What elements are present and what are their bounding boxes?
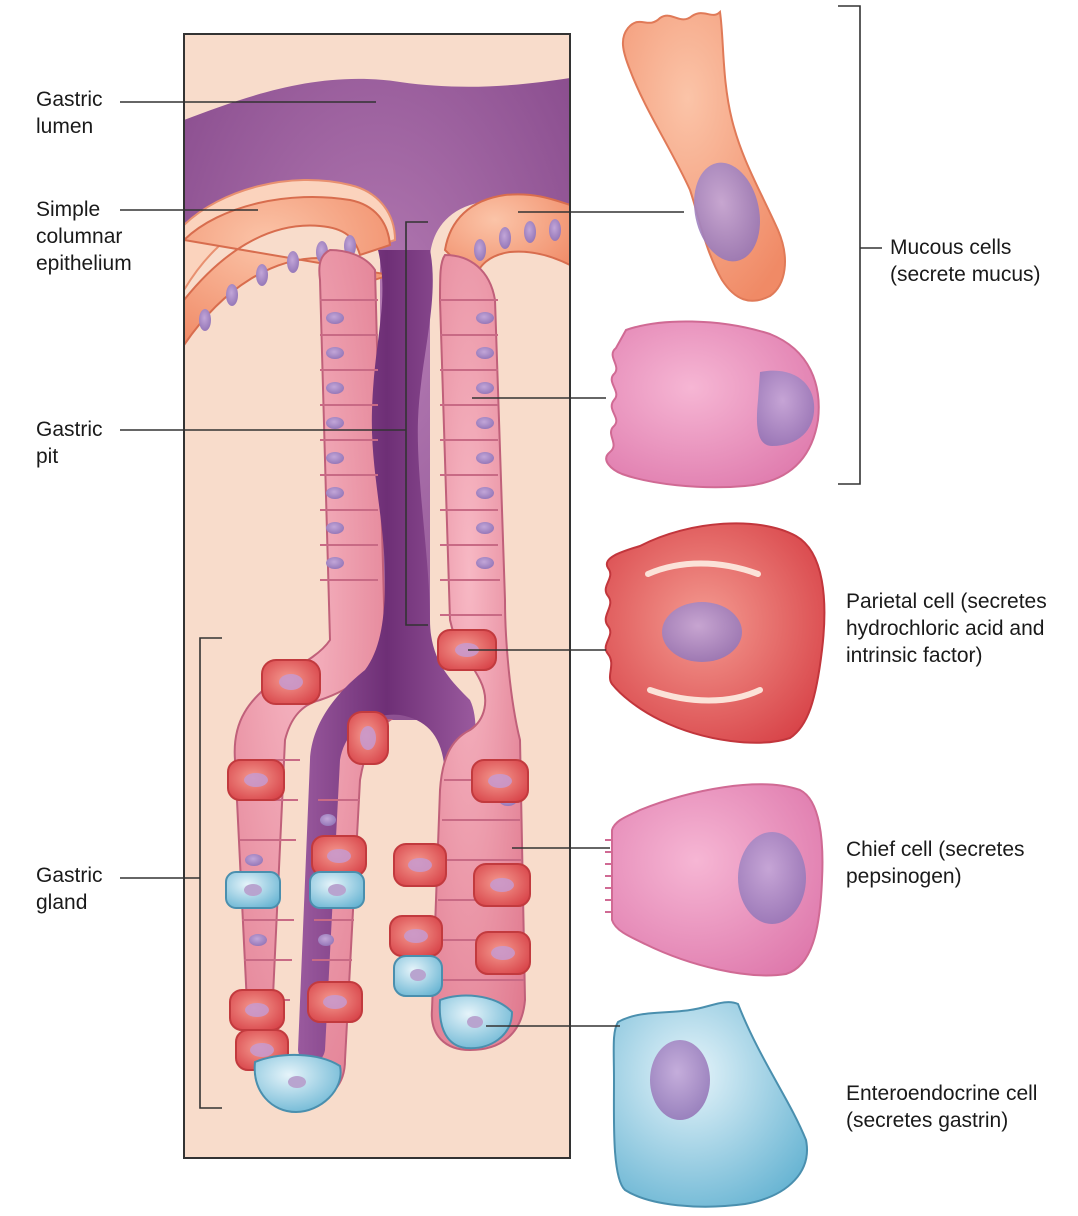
gland-lumen	[298, 250, 476, 1064]
label-gastric-gland: Gastric gland	[36, 864, 103, 914]
surface-mucous-cell	[622, 9, 786, 302]
label-gastric-pit: Gastric pit	[36, 418, 103, 468]
label-enteroendocrine-cell: Enteroendocrine cell (secretes gastrin)	[846, 1082, 1038, 1132]
chief-cell-microvilli	[605, 839, 612, 913]
leader-lines	[120, 5, 882, 1109]
gland-bracket	[199, 637, 222, 1109]
label-chief-cell: Chief cell (secretes pepsinogen)	[846, 838, 1025, 888]
mucous-bracket	[838, 5, 861, 485]
pit-bracket	[405, 221, 428, 626]
gland-parietal-nuclei	[244, 643, 515, 1057]
chief-cell	[605, 783, 824, 977]
label-parietal-cell: Parietal cell (secretes hydrochloric aci…	[846, 590, 1047, 667]
tissue-section	[184, 34, 570, 1158]
surface-epithelium-left-cells	[184, 195, 392, 347]
gland-enteroendocrine-nuclei	[244, 884, 483, 1088]
label-gastric-lumen: Gastric lumen	[36, 88, 103, 138]
surface-right-nuclei	[474, 219, 561, 261]
mucous-neck-cell	[605, 320, 820, 489]
enteroendocrine-cell	[612, 1001, 808, 1208]
parietal-cell	[604, 522, 826, 744]
label-simple-columnar-epithelium: Simple columnar epithelium	[36, 198, 132, 275]
label-mucous-cells: Mucous cells (secrete mucus)	[890, 236, 1041, 286]
tissue-frame	[183, 33, 571, 1159]
